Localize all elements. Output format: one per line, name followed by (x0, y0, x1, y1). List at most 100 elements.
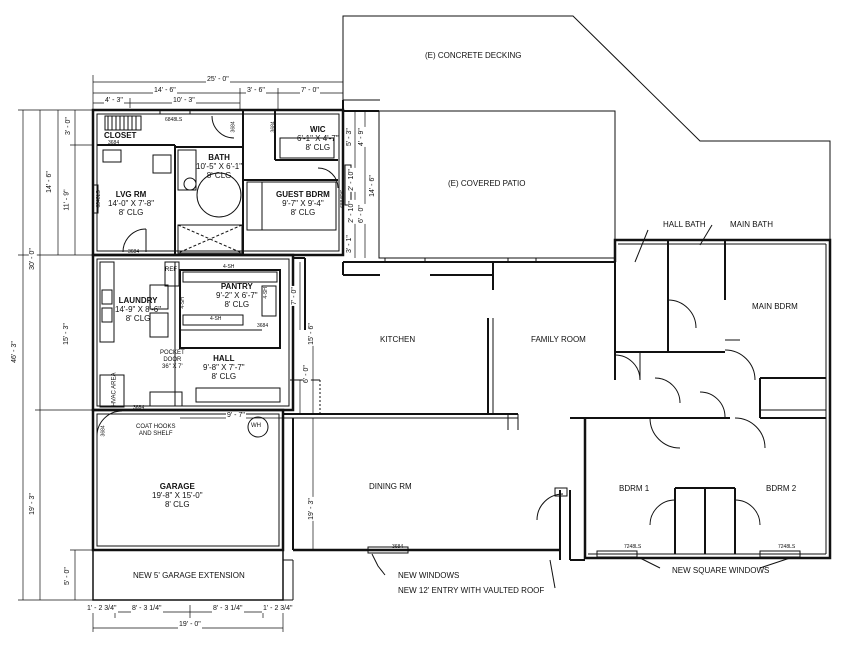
dim-guest-14: 14' - 6" (368, 174, 377, 198)
dim-guest-2b: 2' - 10" (347, 200, 356, 224)
tag-shelf-b: 4-SH (210, 316, 222, 322)
room-lvg-rm: LVG RM 14'-0" X 7'-8" 8' CLG (108, 190, 154, 218)
bath-name: BATH (208, 153, 230, 162)
pocket-door-line1: POCKET (160, 350, 185, 356)
tag-shelf-d: 4-SH (179, 297, 186, 309)
hall-clg: 8' CLG (211, 372, 237, 382)
concrete-decking-label: (E) CONCRETE DECKING (425, 51, 522, 60)
guest-bdrm-size: 9'-7" X 9'-4" (282, 199, 324, 209)
pocket-door-line3: 36" X 7' (162, 363, 183, 370)
lvg-rm-name: LVG RM (115, 190, 147, 199)
tag-door-d: 3684 (128, 249, 140, 255)
pocket-door-note: POCKET DOOR 36" X 7' (160, 350, 185, 371)
room-kitchen: KITCHEN (380, 335, 416, 344)
dim-left-3: 3' - 0" (64, 116, 73, 136)
bath-size: 10'-5" X 6'-1" (196, 162, 243, 172)
room-laundry: LAUNDRY 14'-9" X 8'-6" 8' CLG (115, 296, 161, 324)
dim-left-19: 19' - 3" (28, 492, 37, 516)
room-closet: CLOSET (104, 131, 137, 140)
dim-pantry-7: 7' - 0" (290, 286, 299, 306)
room-bdrm-2: BDRM 2 (766, 484, 797, 493)
new-windows-label: NEW WINDOWS (398, 571, 460, 580)
pantry-size: 9'-2" X 6'-7" (216, 291, 258, 301)
tag-door-h: 3684 (392, 544, 404, 550)
wh-label: WH (251, 423, 261, 429)
room-main-bath: MAIN BATH (730, 220, 773, 229)
dim-bottom-19: 19' - 0" (178, 621, 202, 630)
room-family: FAMILY ROOM (531, 335, 586, 344)
dim-left-overall: 46' - 3" (10, 340, 19, 364)
room-bdrm-1: BDRM 1 (619, 484, 650, 493)
dim-top-right: 7' - 0" (300, 87, 320, 96)
dim-guest-5: 5' - 3" (345, 127, 354, 147)
wic-clg: 8' CLG (305, 143, 331, 153)
coat-hooks-line1: COAT HOOKS (136, 424, 176, 430)
dim-bottom-a: 1' - 2 3/4" (86, 605, 118, 614)
hvac-area-label: HVAC AREA (111, 372, 118, 407)
dim-pantry-15: 15' - 6" (307, 322, 316, 346)
room-garage: GARAGE 19'-8" X 15'-0" 8' CLG (152, 482, 203, 510)
garage-wall (91, 408, 285, 552)
dim-left-11: 11' - 9" (63, 188, 72, 212)
tag-door-a: 3684 (108, 140, 120, 146)
dim-dining-19: 19' - 3" (307, 497, 316, 521)
dim-left-5: 5' - 0" (63, 566, 72, 586)
tag-door-e: 3684 (257, 323, 269, 329)
garage-extension-wall (92, 549, 284, 601)
coat-hooks-note: COAT HOOKS AND SHELF (136, 424, 175, 438)
dim-top-mid: 3' - 6" (246, 87, 266, 96)
tag-win-7248-a: 7248LS (624, 544, 642, 550)
tag-guest-win: 6884RS (340, 189, 347, 208)
tag-door-f: 3684 (133, 405, 145, 411)
dim-left-14: 14' - 6" (45, 170, 54, 194)
dim-top-overall: 25' - 0" (206, 76, 230, 85)
guest-bdrm-clg: 8' CLG (290, 208, 316, 218)
tag-shelf-a: 4-SH (223, 264, 235, 270)
dim-hall-6: 6' - 0" (302, 364, 311, 384)
tag-win-7248-b: 7248LS (778, 544, 796, 550)
ref-label: REF (165, 267, 177, 273)
pocket-door-line2: DOOR (163, 356, 182, 363)
room-bath: BATH 10'-5" X 6'-1" 8' CLG (196, 153, 242, 181)
tag-door-b: 3684 (230, 121, 237, 133)
pantry-walls (179, 269, 281, 349)
room-hall: HALL 9'-8" X 7'-7" 8' CLG (203, 354, 245, 382)
dim-hall-9: 9' - 7" (226, 412, 246, 421)
dim-top-sub-right: 10' - 3" (172, 97, 196, 106)
dim-top-left: 14' - 6" (153, 87, 177, 96)
dim-guest-6: 6' - 0" (357, 204, 366, 224)
concrete-decking-outline (342, 15, 831, 240)
bath-tub-round (196, 172, 242, 218)
new-entry-label: NEW 12' ENTRY WITH VAULTED ROOF (398, 586, 545, 595)
hall-size: 9'-8" X 7'-7" (203, 363, 245, 373)
garage-extension-label: NEW 5' GARAGE EXTENSION (133, 571, 245, 580)
main-house-exterior (342, 100, 379, 112)
pantry-clg: 8' CLG (224, 300, 250, 310)
pantry-name: PANTRY (220, 282, 253, 291)
dim-guest-4: 4' - 9" (357, 127, 366, 147)
new-square-windows-label: NEW SQUARE WINDOWS (672, 566, 770, 575)
wic-size: 6'-1" X 4'-7" (297, 134, 339, 144)
garage-clg: 8' CLG (164, 500, 190, 510)
lvg-rm-size: 14'-0" X 7'-8" (108, 199, 155, 209)
room-dining: DINING RM (369, 482, 412, 491)
wic-name: WIC (310, 125, 326, 134)
room-main-bdrm: MAIN BDRM (752, 302, 798, 311)
covered-patio-outline (378, 110, 616, 259)
tag-door-g: 3684 (100, 425, 107, 437)
tag-door-c: 3684 (270, 121, 277, 133)
room-guest-bdrm: GUEST BDRM 9'-7" X 9'-4" 8' CLG (276, 190, 330, 218)
laundry-name: LAUNDRY (118, 296, 158, 305)
bath-clg: 8' CLG (206, 171, 232, 181)
garage-size: 19'-8" X 15'-0" (152, 491, 203, 501)
room-wic: WIC 6'-1" X 4'-7" 8' CLG (297, 125, 339, 153)
garage-name: GARAGE (159, 482, 195, 491)
laundry-clg: 8' CLG (125, 314, 151, 324)
lvg-rm-clg: 8' CLG (118, 208, 144, 218)
laundry-size: 14'-9" X 8'-6" (115, 305, 162, 315)
dim-top-sub-left: 4' - 3" (104, 97, 124, 106)
dim-bottom-b: 8' - 3 1/4" (131, 605, 163, 614)
dim-guest-2a: 2' - 10" (347, 168, 356, 192)
coat-hooks-line2: AND SHELF (138, 430, 173, 437)
